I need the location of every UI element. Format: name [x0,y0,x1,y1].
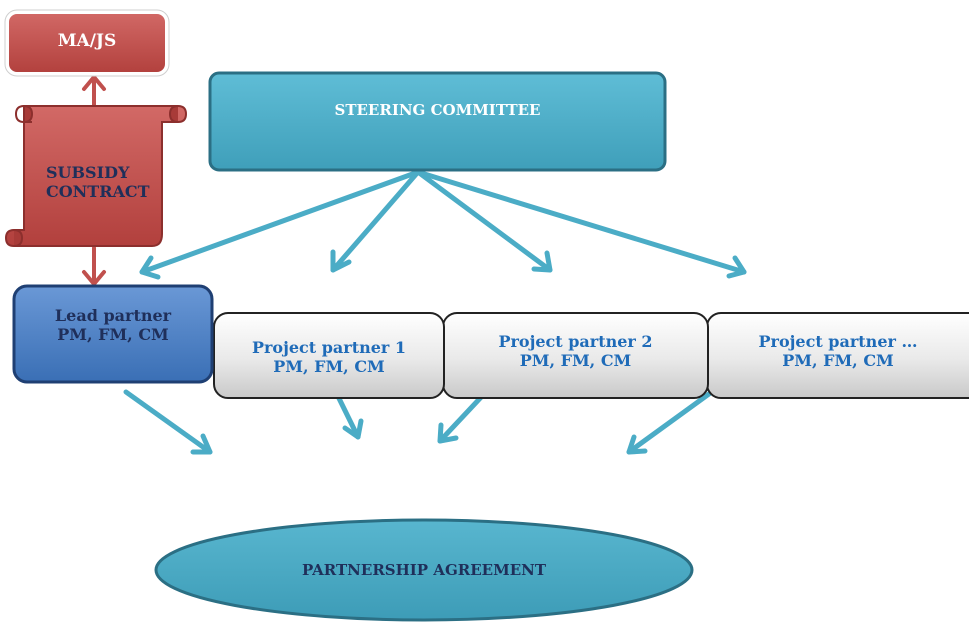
lead-partner-roles: PM, FM, CM [57,325,169,345]
partnership-agreement-label: PARTNERSHIP AGREEMENT [301,561,546,579]
subsidy-contract-scroll [4,104,188,247]
red-arrows [82,75,106,286]
partner-2-label: Project partner 2 PM, FM, CM [443,332,708,370]
steering-arrows [139,169,747,280]
partner-1-roles: PM, FM, CM [273,357,385,377]
partner-3-roles: PM, FM, CM [782,351,894,371]
partnership-agreement-ellipse [154,518,694,622]
lead-partner-label: Lead partner PM, FM, CM [14,306,212,344]
ma-js-label: MA/JS [57,31,117,51]
partner-1-name: Project partner 1 [251,338,407,357]
arrow-steering-to-partner2 [415,169,553,273]
subsidy-contract-label: SUBSIDY CONTRACT [28,163,164,201]
ma-js-box [5,10,169,76]
partner-3-label: Project partner … PM, FM, CM [707,332,969,370]
subsidy-contract-line1: SUBSIDY [46,163,130,182]
lead-partner-name: Lead partner [54,306,172,325]
arrow-steering-to-partner1 [330,169,421,273]
partner-box-1 [213,312,445,399]
steering-committee-box [208,71,667,172]
lead-partner-box [12,284,214,384]
arrow-contract-to-lead [82,246,106,286]
steering-committee-label: STEERING COMMITTEE [334,101,541,119]
arrow-contract-to-ma [82,75,106,108]
arrow-steering-to-partner3 [415,169,747,279]
partner-2-name: Project partner 2 [498,332,653,351]
arrow-steering-to-lead [139,169,421,280]
partner-2-roles: PM, FM, CM [519,351,632,371]
partner-1-label: Project partner 1 PM, FM, CM [214,338,444,376]
arrow-lead-to-agreement [123,389,213,455]
subsidy-contract-line2: CONTRACT [46,182,150,202]
partner-3-name: Project partner … [758,332,918,351]
